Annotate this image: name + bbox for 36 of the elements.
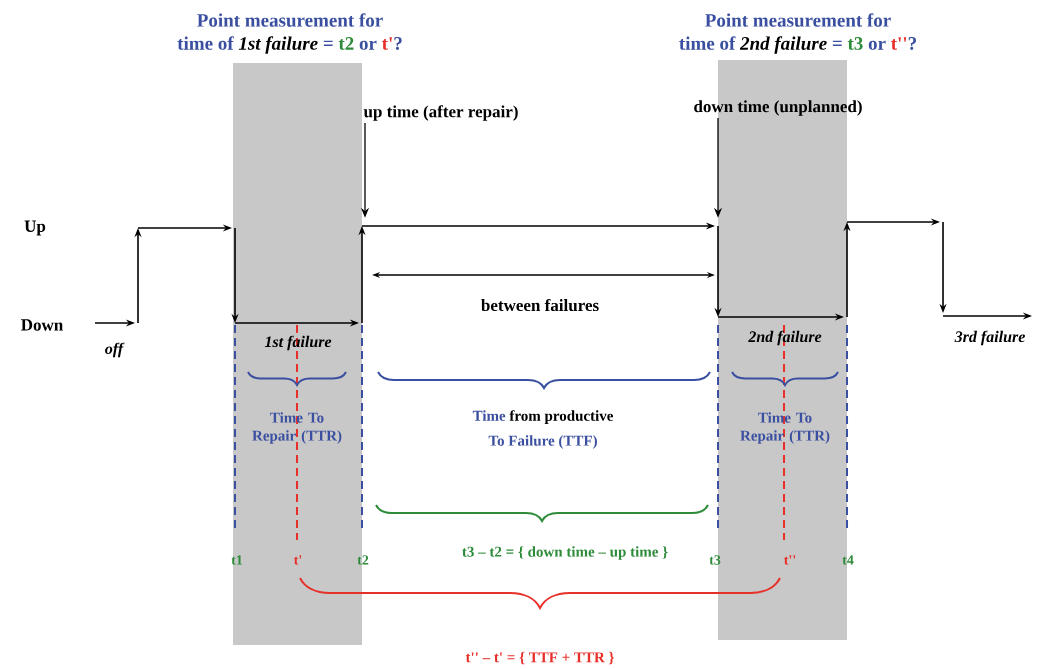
level-label: Down (21, 319, 63, 331)
time-label: t1 (231, 555, 243, 565)
formula-label: t3 – t2 = { down time – up time } (462, 546, 668, 560)
label: = (323, 40, 333, 46)
heading: time of 1st failure = t2 or t'? (177, 36, 402, 54)
heading: time of 2nd failure = t3 or t''? (679, 36, 916, 54)
label: t2 (338, 37, 354, 50)
annotation-text: up time (after repair) (363, 105, 518, 121)
time-label: t'' (784, 555, 796, 565)
label: or (868, 40, 886, 50)
label: time of (177, 36, 234, 50)
interval-label: Time from productive (472, 410, 614, 424)
label: or (359, 40, 377, 50)
time-label: t4 (842, 555, 854, 565)
interval-label: between failures (481, 298, 599, 312)
label: 2nd failure (739, 36, 827, 54)
label: ? (394, 37, 402, 50)
time-label: t2 (357, 555, 369, 565)
formula-label: t'' – t' = { TTF + TTR } (465, 651, 614, 665)
level-label: Up (24, 220, 46, 236)
label: = (832, 40, 842, 46)
label: 1st failure (238, 36, 318, 54)
interval-label: Time To Repair (TTR) (740, 412, 830, 444)
state-label: off (105, 342, 125, 358)
interval-label: Time To Repair (TTR) (252, 412, 342, 444)
label: t3 (847, 37, 863, 50)
label: t' (382, 37, 392, 50)
label: time of (679, 36, 736, 50)
heading: Point measurement for (705, 13, 891, 27)
annotation-text: down time (unplanned) (694, 100, 862, 116)
label: ? (908, 37, 916, 50)
time-label: t' (293, 555, 302, 565)
heading: Point measurement for (197, 13, 383, 27)
interval-label: To Failure (TTF) (488, 435, 597, 449)
time-label: t3 (709, 555, 721, 565)
label: t'' (891, 37, 907, 50)
